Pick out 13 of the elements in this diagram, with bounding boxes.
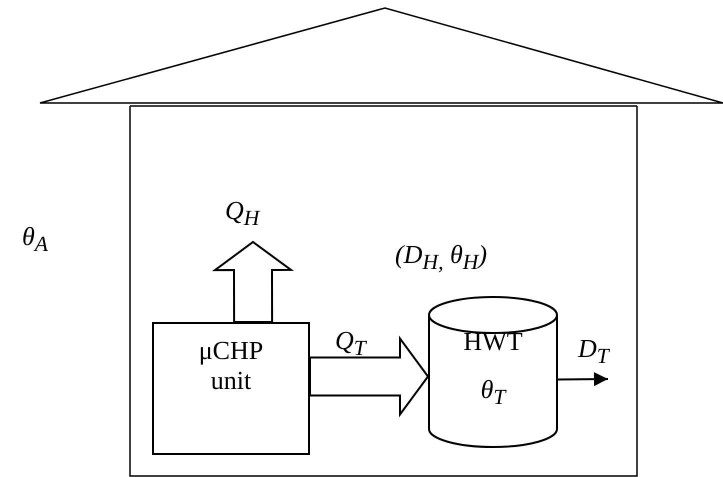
variable-label: (D$_{H,}$ θ$_{H}$) [395, 240, 488, 276]
node-label: μCHP unit [198, 336, 264, 396]
unit-box [152, 322, 310, 455]
block-arrow [309, 335, 430, 418]
edge-label: D$_{T}$ [578, 334, 609, 370]
variable-label: θ$_{T}$ [480, 375, 508, 410]
variable-label: θ$_{A}$ [22, 222, 48, 258]
edge-label: Q$_{T}$ [335, 326, 366, 362]
tank-cylinder [428, 297, 558, 447]
arrow [558, 372, 608, 386]
edge-label: Q$_{H}$ [225, 196, 260, 232]
block-arrow [212, 240, 294, 323]
node-label: HWT [462, 327, 524, 357]
